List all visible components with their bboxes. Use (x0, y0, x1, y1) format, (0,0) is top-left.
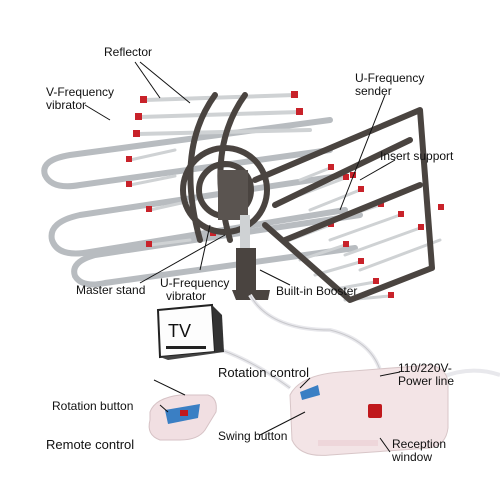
insert-support-label: Insert support (380, 149, 454, 163)
tv-label: TV (168, 321, 191, 341)
remote-control-label: Remote control (46, 437, 135, 452)
v-frequency-vibrator (41, 117, 363, 288)
swing-button-label: Swing button (218, 429, 288, 443)
tv-box (156, 303, 224, 360)
power-line-label-line1: 110/220V- (398, 361, 452, 375)
reception-window-label-line2: window (392, 450, 433, 464)
rotation-button-label: Rotation button (52, 399, 134, 413)
reception-window-label-line1: Reception (392, 437, 447, 451)
remote-control (148, 394, 217, 441)
master-stand (218, 170, 270, 300)
reflector-label: Reflector (104, 45, 153, 59)
built-in-booster-label: Built-in Booster (276, 284, 358, 298)
u-frequency-sender-label-line1: U-Frequency (355, 71, 425, 85)
u-frequency-sender-label-line2: sender (355, 84, 392, 98)
v-frequency-vibrator-label-line1: V-Frequency (46, 85, 115, 99)
u-frequency-vibrator-label-line1: U-Frequency (160, 276, 230, 290)
u-frequency-vibrator-label-line2: vibrator (166, 289, 207, 303)
reflector-tips (133, 91, 303, 137)
rotation-control-label: Rotation control (218, 365, 310, 380)
master-stand-label: Master stand (76, 283, 146, 297)
rotation-control-unit (289, 364, 449, 456)
power-line-label-line2: Power line (398, 374, 455, 388)
v-frequency-vibrator-label-line2: vibrator (46, 98, 87, 112)
insert-support-frame (252, 107, 435, 303)
leader-lines (84, 61, 401, 453)
